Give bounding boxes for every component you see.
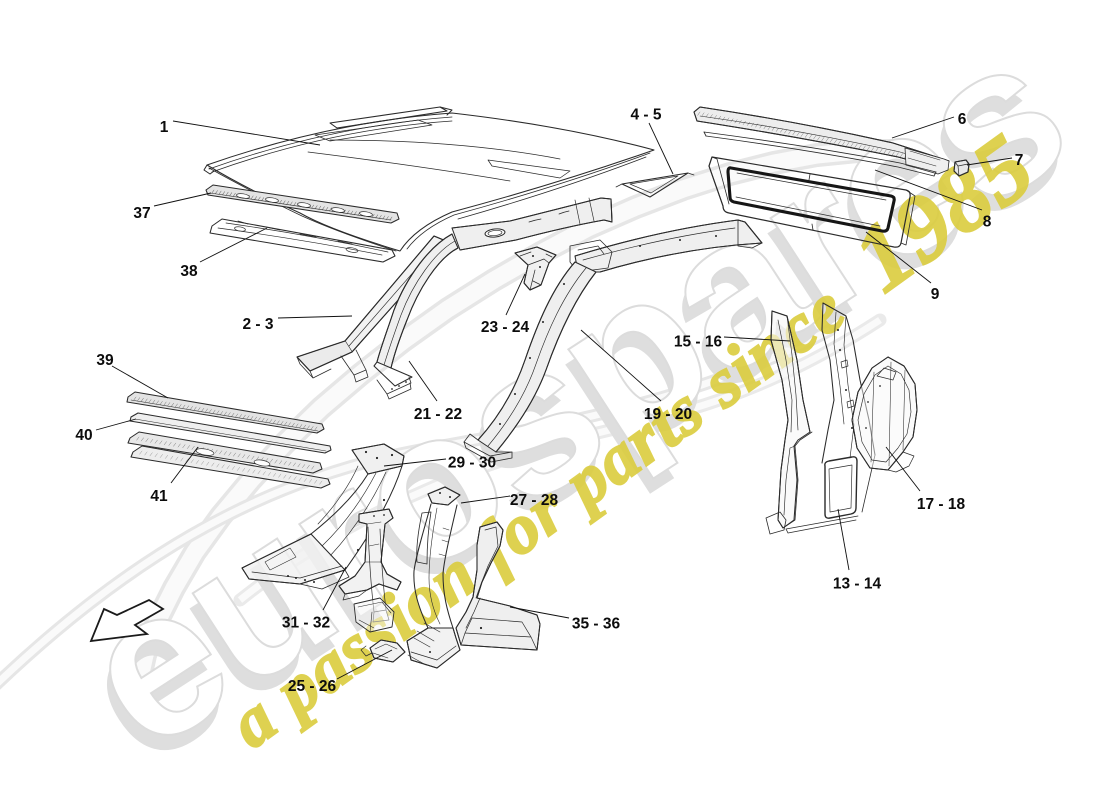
svg-text:17 - 18: 17 - 18	[917, 496, 966, 513]
svg-text:40: 40	[75, 427, 92, 444]
svg-text:39: 39	[96, 352, 114, 369]
svg-text:1: 1	[160, 119, 169, 136]
svg-text:38: 38	[180, 263, 198, 280]
svg-text:35 - 36: 35 - 36	[572, 616, 621, 633]
svg-text:23 - 24: 23 - 24	[481, 319, 530, 336]
svg-text:19 - 20: 19 - 20	[644, 406, 692, 423]
svg-text:4 - 5: 4 - 5	[630, 107, 661, 124]
svg-text:13 - 14: 13 - 14	[833, 576, 882, 593]
svg-text:31 - 32: 31 - 32	[282, 615, 330, 632]
svg-text:21 - 22: 21 - 22	[414, 406, 462, 423]
svg-text:7: 7	[1015, 152, 1024, 169]
svg-text:2 - 3: 2 - 3	[242, 316, 273, 333]
svg-text:15 - 16: 15 - 16	[674, 334, 723, 351]
svg-text:9: 9	[931, 286, 940, 303]
svg-text:8: 8	[983, 214, 992, 231]
svg-text:37: 37	[133, 205, 150, 222]
svg-text:41: 41	[150, 488, 168, 505]
svg-text:6: 6	[958, 111, 967, 128]
svg-text:29 - 30: 29 - 30	[448, 455, 496, 472]
svg-text:27 - 28: 27 - 28	[510, 492, 559, 509]
svg-text:25 - 26: 25 - 26	[288, 678, 337, 695]
